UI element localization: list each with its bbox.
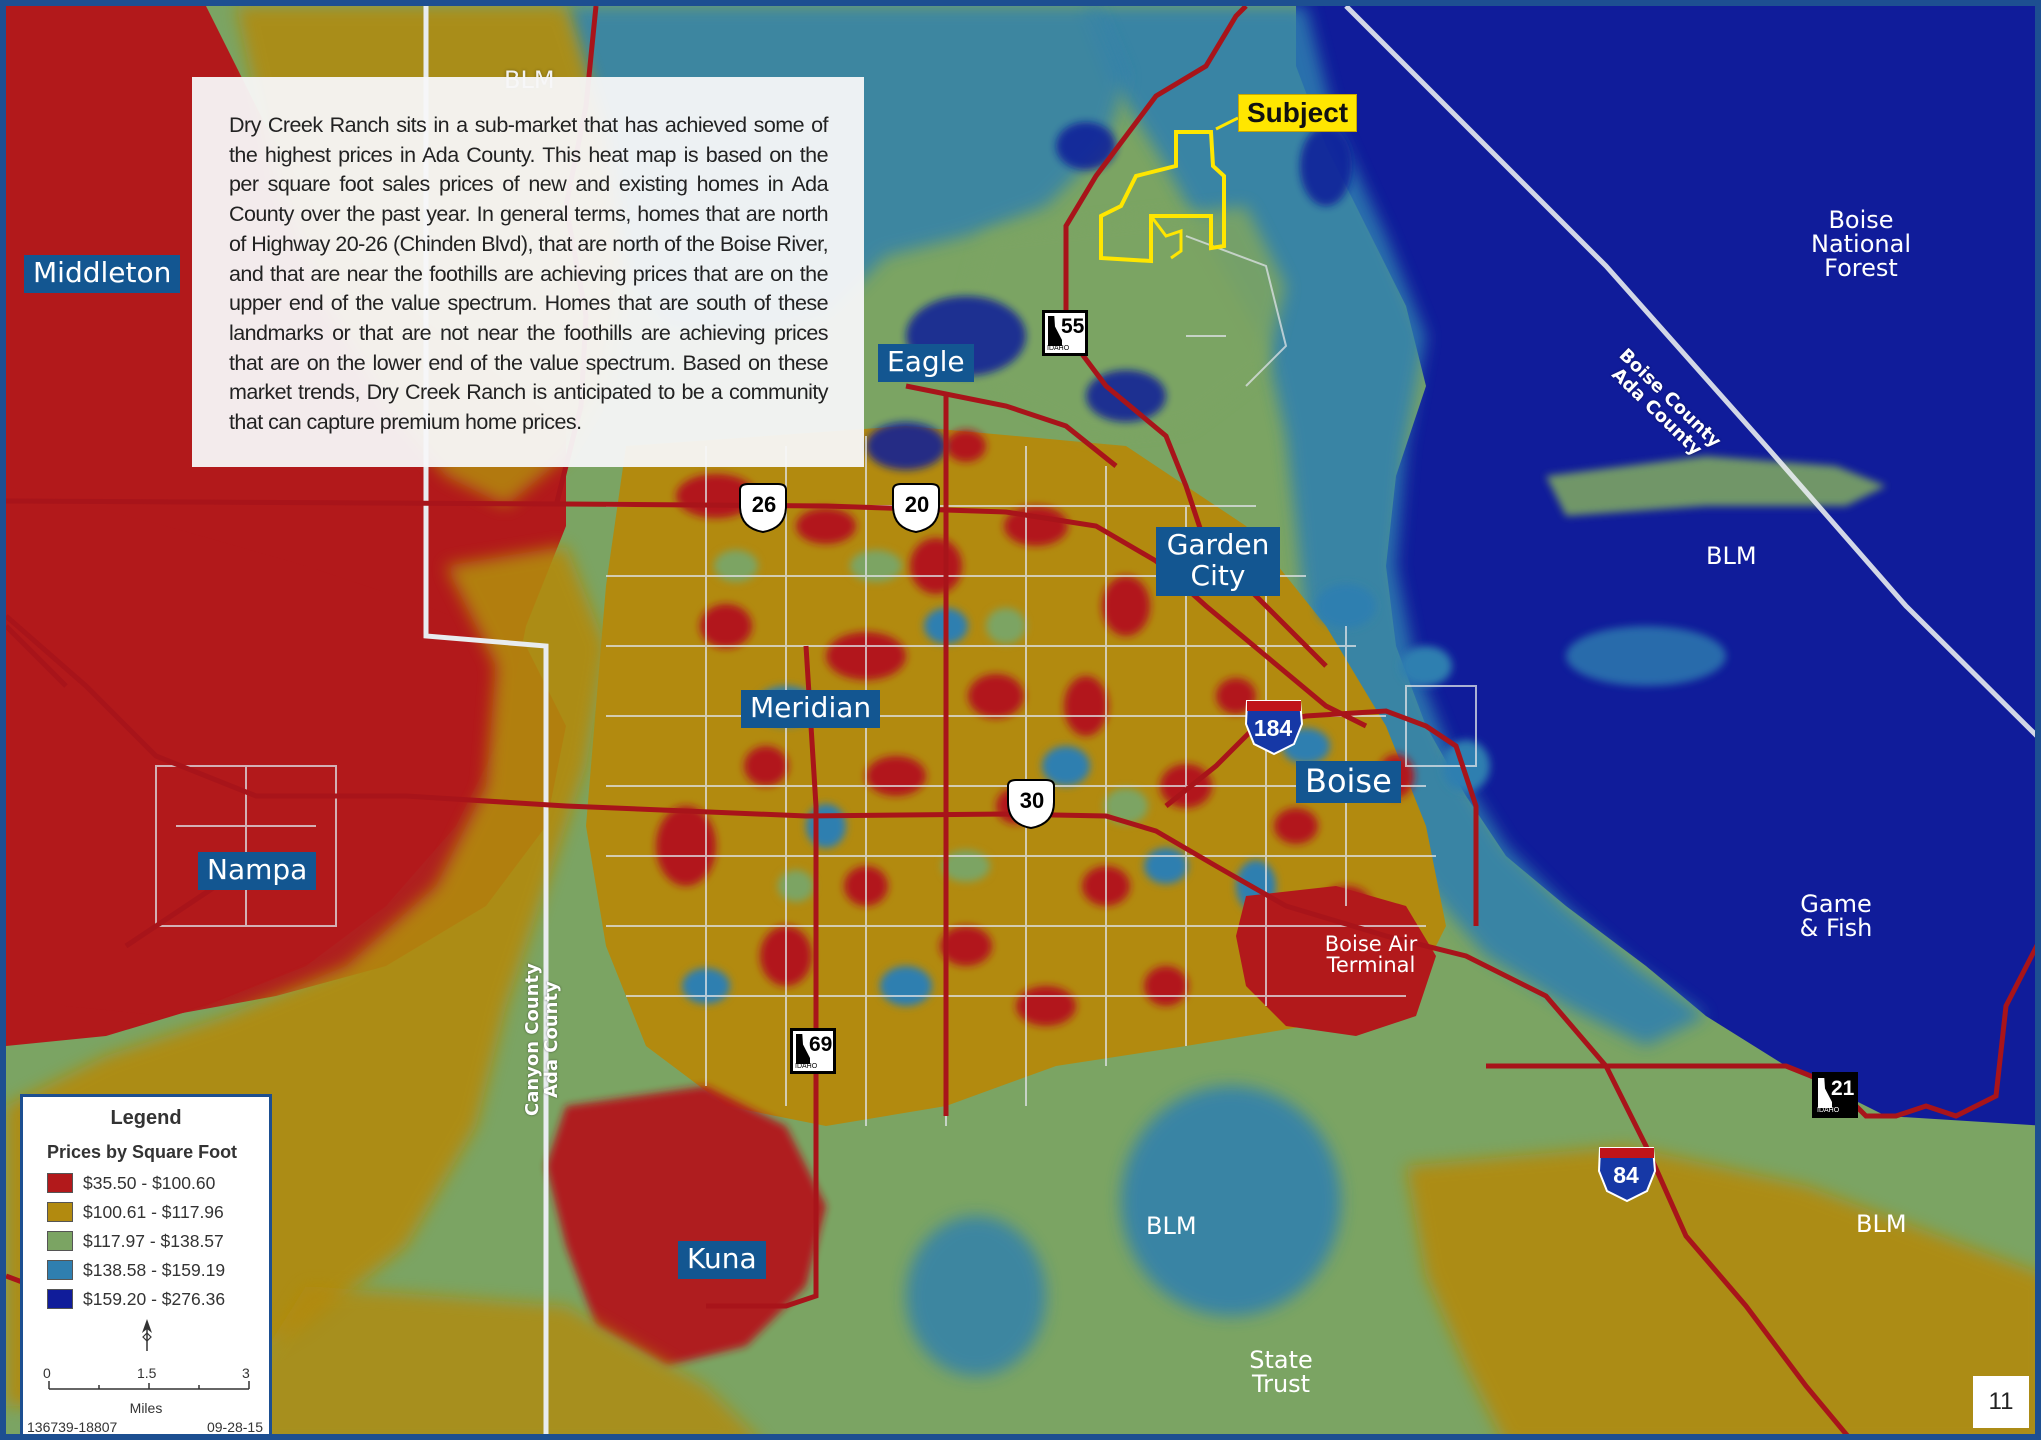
- legend-item-label: $138.58 - $159.19: [83, 1260, 226, 1280]
- legend-swatch: [47, 1202, 73, 1222]
- subject-property-inner-line: [1149, 215, 1183, 260]
- us-30-shield: 30: [1008, 780, 1056, 824]
- idaho-55-shield: 55 IDAHO: [1042, 310, 1088, 356]
- legend-swatch: [47, 1173, 73, 1193]
- area-label-boise-national-forest: Boise National Forest: [1810, 206, 1911, 282]
- us-26-shield: 26: [740, 484, 788, 528]
- city-label-kuna[interactable]: Kuna: [678, 1241, 766, 1279]
- city-label-eagle[interactable]: Eagle: [878, 344, 974, 382]
- legend-item-label: $117.97 - $138.57: [83, 1231, 224, 1251]
- scale-label-zero: 0: [43, 1365, 51, 1381]
- area-label-state-trust: State Trust: [1249, 1346, 1313, 1398]
- price-zone-red-airport: [1236, 886, 1436, 1036]
- info-text-box: Dry Creek Ranch sits in a sub-market tha…: [192, 77, 864, 467]
- area-label-blm-southeast: BLM: [1856, 1210, 1907, 1238]
- area-label-blm-south: BLM: [1146, 1212, 1197, 1240]
- interstate-184-number: 184: [1253, 715, 1293, 741]
- area-label-boise-air-terminal: Boise Air Terminal: [1324, 932, 1418, 977]
- scale-label-max: 3: [242, 1365, 250, 1381]
- us-20-shield: 20: [893, 484, 941, 528]
- price-zone-red-kuna: [546, 1086, 826, 1366]
- interstate-84-number: 84: [1613, 1162, 1639, 1188]
- city-label-boise[interactable]: Boise: [1296, 761, 1401, 804]
- legend-subtitle: Prices by Square Foot: [47, 1142, 238, 1162]
- scale-bar-icon: [48, 1381, 250, 1390]
- map-legend: Legend Prices by Square Foot $35.50 - $1…: [20, 1094, 272, 1435]
- idaho-state-icon: [1048, 316, 1062, 346]
- us-30-shield-graphic: [1007, 779, 1055, 830]
- us-30-number: 30: [1019, 788, 1045, 813]
- idaho-state-icon: [796, 1034, 810, 1064]
- idaho-55-caption: IDAHO: [1047, 345, 1070, 352]
- subject-leader-line: [1215, 116, 1239, 131]
- us-20-number: 20: [904, 492, 930, 517]
- price-zone-blue-south: [1121, 1086, 1341, 1316]
- city-label-nampa[interactable]: Nampa: [198, 852, 317, 890]
- scale-label-mid: 1.5: [137, 1365, 157, 1381]
- interstate-184-shield: 184: [1246, 701, 1300, 751]
- price-zone-green-north: [966, 206, 1286, 436]
- scale-unit-label: Miles: [129, 1400, 163, 1416]
- idaho-21-shield: 21 IDAHO: [1812, 1072, 1858, 1118]
- interstate-184-shield-graphic: [1244, 700, 1304, 756]
- area-label-game-fish: Game & Fish: [1799, 890, 1873, 942]
- price-zone-blue-blob-east: [1566, 626, 1726, 686]
- city-label-garden-city[interactable]: Garden City: [1156, 527, 1280, 596]
- us-26-number: 26: [751, 492, 777, 517]
- idaho-69-number: 69: [809, 1033, 833, 1056]
- legend-item-label: $100.61 - $117.96: [83, 1202, 224, 1222]
- legend-item-label: $159.20 - $276.36: [83, 1289, 226, 1309]
- subject-label[interactable]: Subject: [1238, 94, 1358, 132]
- legend-project-id: 136739-18807: [27, 1419, 118, 1435]
- county-label-canyon-ada: Canyon County Ada County: [522, 963, 562, 1116]
- idaho-21-number: 21: [1831, 1077, 1855, 1100]
- price-zone-green-band: [1546, 456, 1886, 516]
- legend-date: 09-28-15: [206, 1419, 263, 1435]
- interstate-84-shield-graphic: [1597, 1147, 1657, 1203]
- price-zone-blue-southwest: [906, 1216, 1046, 1376]
- us-20-shield-graphic: [892, 483, 940, 534]
- legend-graphics: [48, 1319, 250, 1390]
- price-zone-gold-southwest: [213, 1286, 754, 1434]
- city-label-meridian[interactable]: Meridian: [741, 690, 881, 728]
- us-26-shield-graphic: [739, 483, 787, 534]
- legend-swatch: [47, 1289, 73, 1309]
- idaho-69-shield: 69 IDAHO: [790, 1028, 836, 1074]
- info-text: Dry Creek Ranch sits in a sub-market tha…: [229, 113, 829, 435]
- idaho-69-caption: IDAHO: [795, 1063, 818, 1070]
- interstate-84-shield: 84: [1599, 1148, 1653, 1198]
- price-zone-gold-southeast: [1406, 1146, 2035, 1434]
- idaho-55-number: 55: [1061, 315, 1085, 338]
- legend-swatch: [47, 1231, 73, 1251]
- city-label-middleton[interactable]: Middleton: [24, 255, 181, 293]
- county-line-boise-ada: [1344, 6, 2035, 738]
- area-label-blm-east: BLM: [1706, 542, 1757, 570]
- north-arrow-icon: [142, 1319, 152, 1351]
- idaho-state-icon: [1818, 1078, 1832, 1108]
- legend-title: Legend: [110, 1107, 182, 1129]
- legend-swatch: [47, 1260, 73, 1280]
- legend-item-label: $35.50 - $100.60: [83, 1173, 216, 1193]
- page-number: 11: [1973, 1376, 2029, 1428]
- idaho-21-caption: IDAHO: [1817, 1107, 1840, 1114]
- price-zone-darkblue-east: [1296, 6, 2035, 1126]
